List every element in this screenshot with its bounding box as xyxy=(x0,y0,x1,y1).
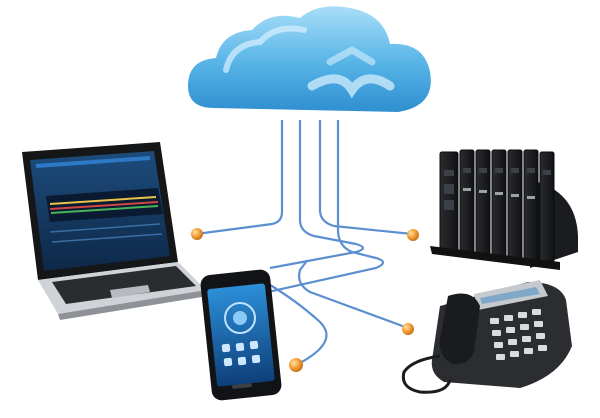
network-node xyxy=(191,228,203,240)
laptop xyxy=(22,142,208,320)
network-cables xyxy=(195,120,413,365)
cloud-icon xyxy=(188,6,431,113)
network-node xyxy=(289,358,303,372)
desk-phone xyxy=(401,280,572,394)
phone-cord xyxy=(401,354,452,394)
smartphone xyxy=(200,269,282,401)
server-rack xyxy=(430,149,578,270)
network-node xyxy=(407,229,419,241)
cloud-logo-mark xyxy=(307,74,395,99)
network-nodes xyxy=(191,228,419,372)
phone-handset xyxy=(439,293,480,365)
network-node xyxy=(402,323,414,335)
